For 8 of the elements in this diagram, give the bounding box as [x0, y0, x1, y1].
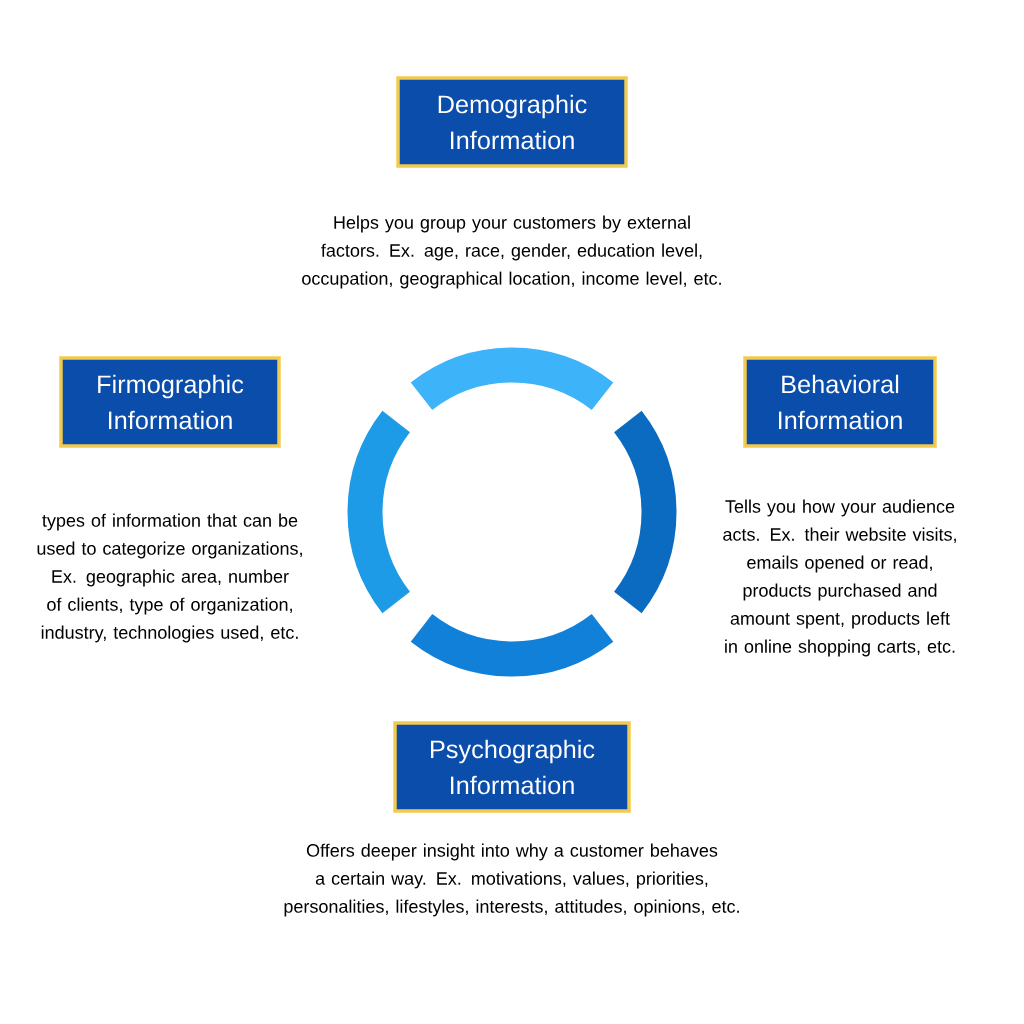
heading-box: Psychographic Information: [393, 721, 631, 813]
description-text: Helps you group your customers by external factors. Ex. age, race, gender, education level, occupation, geographical location, income level, etc.: [302, 215, 721, 289]
heading-box: Demographic Information: [396, 76, 628, 168]
heading-box: Firmographic Information: [59, 356, 281, 448]
description-text: types of information that can be used to categorize organizations, Ex. geographic area, number of clients, type of organization, industry, technologies used, etc.: [37, 513, 302, 643]
heading-box: Behavioral Information: [743, 356, 937, 448]
description-text: Tells you how your audience acts. Ex. their website visits, emails opened or read, products purchased and amount spent, products left in online shopping carts, etc.: [723, 499, 956, 657]
description-text: Offers deeper insight into why a customer behaves a certain way. Ex. motivations, values, priorities, personalities, lifestyles, interests, attitudes, opinions, etc.: [284, 843, 739, 917]
